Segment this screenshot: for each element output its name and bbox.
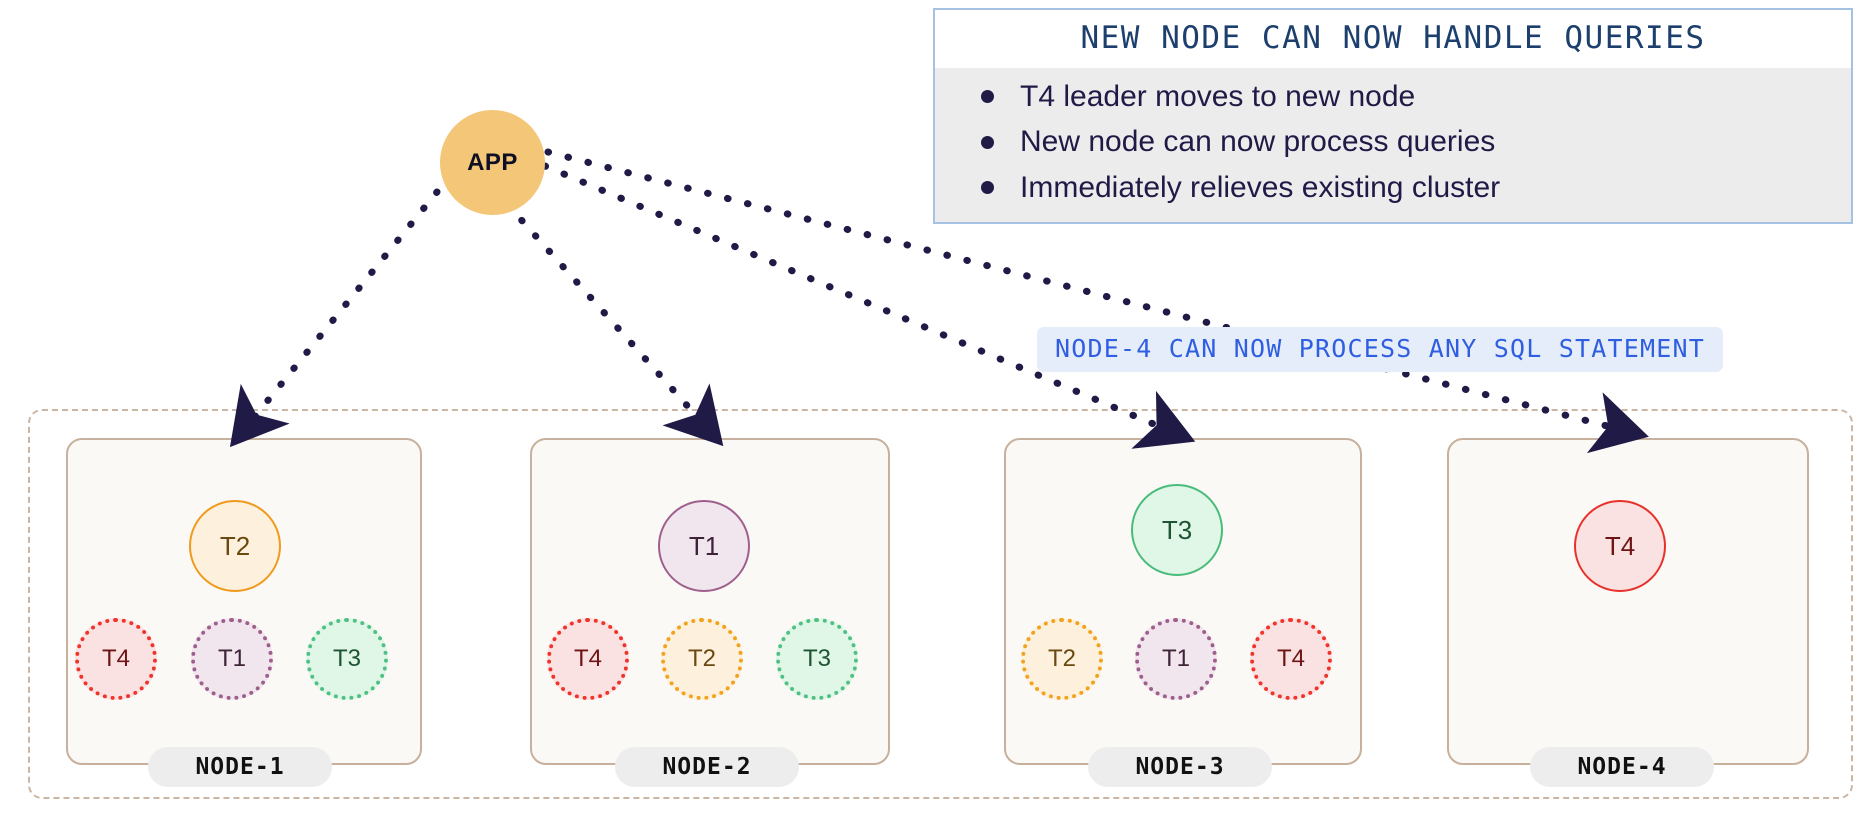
- node-label-2: NODE-2: [615, 747, 799, 787]
- app-node[interactable]: APP: [440, 110, 545, 215]
- leader-label: T3: [1161, 514, 1193, 545]
- info-box-body: T4 leader moves to new node New node can…: [935, 68, 1851, 223]
- app-node-label: APP: [467, 148, 518, 176]
- info-bullet-item: Immediately relieves existing cluster: [935, 165, 1851, 210]
- leader-circle-node-4[interactable]: T4: [1574, 500, 1666, 592]
- follower-label: T1: [1161, 645, 1190, 672]
- follower-label: T3: [802, 645, 831, 672]
- leader-circle-node-1[interactable]: T2: [189, 500, 281, 592]
- follower-label: T3: [332, 645, 361, 672]
- follower-circle[interactable]: T4: [1250, 618, 1332, 700]
- node-label-4: NODE-4: [1530, 747, 1714, 787]
- follower-circle[interactable]: T2: [661, 618, 743, 700]
- bullet-dot-icon: [981, 180, 994, 194]
- follower-circle[interactable]: T4: [75, 618, 157, 700]
- node-label-3: NODE-3: [1088, 747, 1272, 787]
- arrow-app-to-node-2: [504, 201, 724, 447]
- info-box-title: NEW NODE CAN NOW HANDLE QUERIES: [935, 10, 1851, 68]
- info-bullet-item: New node can now process queries: [935, 119, 1851, 164]
- info-bullet-text: T4 leader moves to new node: [1020, 80, 1416, 113]
- node-box-4[interactable]: [1447, 438, 1809, 765]
- leader-circle-node-3[interactable]: T3: [1131, 484, 1223, 576]
- follower-label: T2: [1047, 645, 1076, 672]
- leader-label: T2: [219, 530, 251, 561]
- follower-label: T1: [217, 645, 246, 672]
- arrow-app-to-node-1: [229, 188, 441, 448]
- leader-label: T4: [1604, 530, 1636, 561]
- info-bullet-item: T4 leader moves to new node: [935, 74, 1851, 119]
- follower-circle[interactable]: T3: [776, 618, 858, 700]
- leader-circle-node-2[interactable]: T1: [658, 500, 750, 592]
- follower-label: T4: [101, 645, 130, 672]
- follower-label: T2: [687, 645, 716, 672]
- follower-circle[interactable]: T3: [306, 618, 388, 700]
- follower-circle[interactable]: T4: [547, 618, 629, 700]
- leader-label: T1: [688, 530, 720, 561]
- bullet-dot-icon: [981, 135, 994, 149]
- follower-label: T4: [573, 645, 602, 672]
- follower-circle[interactable]: T1: [1135, 618, 1217, 700]
- follower-circle[interactable]: T2: [1021, 618, 1103, 700]
- node-box-1[interactable]: [66, 438, 422, 765]
- follower-circle[interactable]: T1: [191, 618, 273, 700]
- sql-statement-caption: NODE-4 CAN NOW PROCESS ANY SQL STATEMENT: [1037, 327, 1724, 372]
- node-box-2[interactable]: [530, 438, 890, 765]
- bullet-dot-icon: [981, 90, 994, 104]
- info-bullet-text: Immediately relieves existing cluster: [1020, 170, 1501, 204]
- node-label-1: NODE-1: [148, 747, 332, 787]
- info-callout-box: NEW NODE CAN NOW HANDLE QUERIES T4 leade…: [933, 8, 1853, 225]
- follower-label: T4: [1276, 645, 1305, 672]
- info-bullet-text: New node can now process queries: [1020, 125, 1496, 159]
